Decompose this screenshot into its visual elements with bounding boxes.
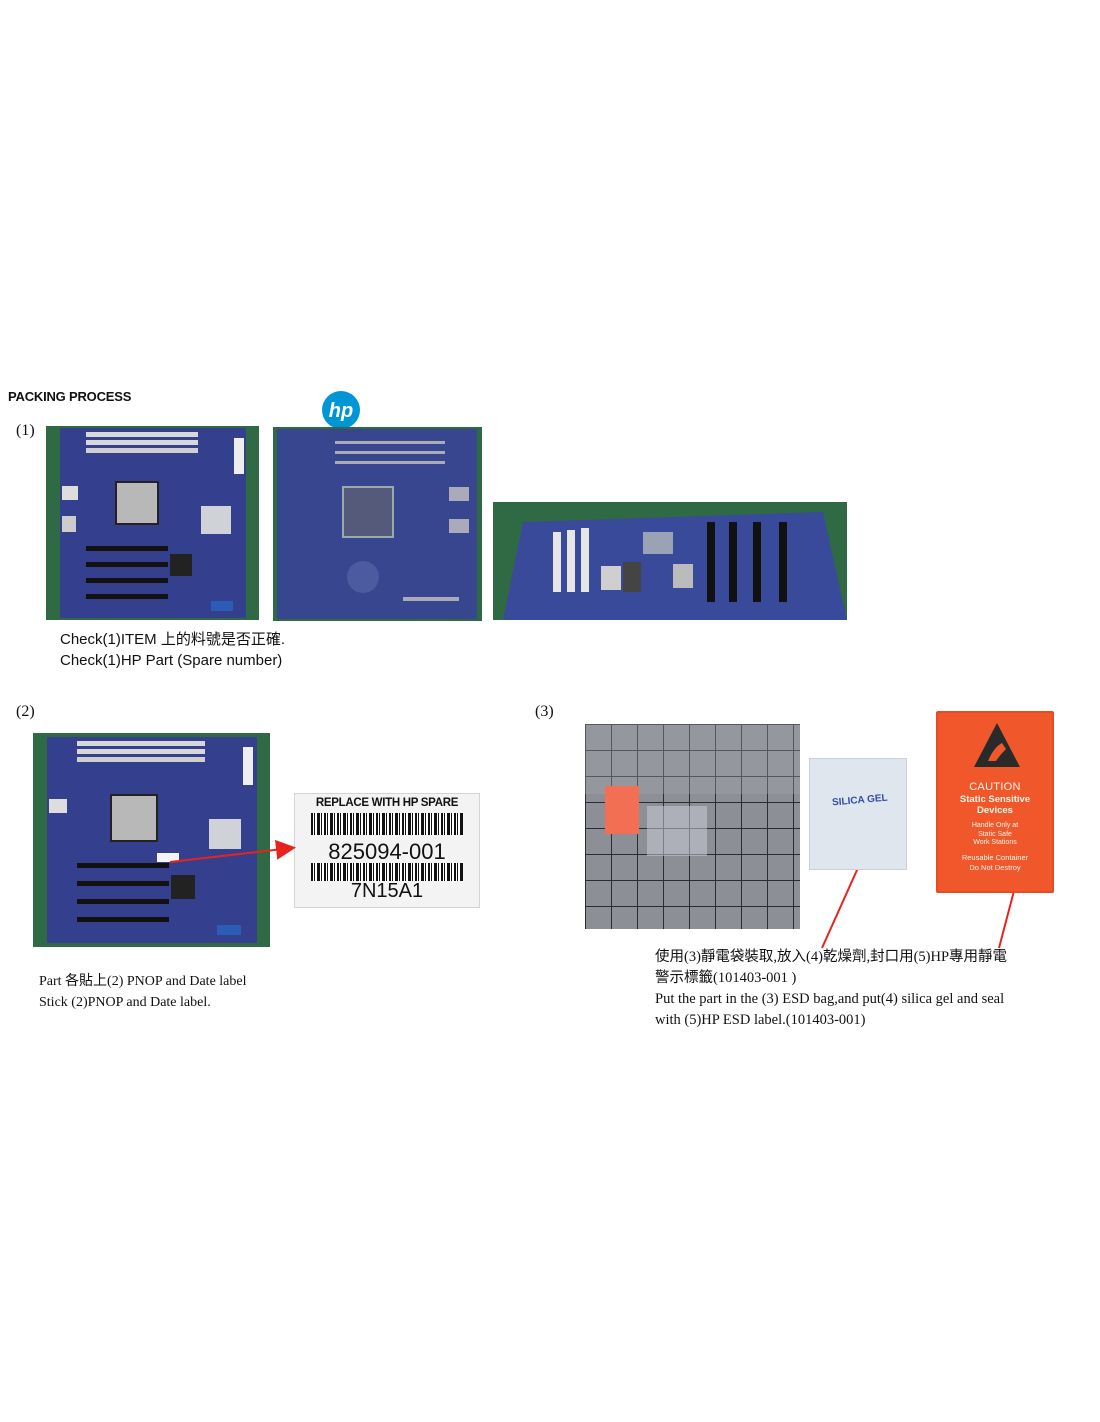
silica-gel-packet: SILICA GEL: [809, 758, 907, 870]
step-2-caption-line-2: Stick (2)PNOP and Date label.: [39, 995, 211, 1010]
spare-part-label: REPLACE WITH HP SPARE 825094-001 7N15A1: [294, 793, 480, 908]
esd-caution-text: CAUTION: [969, 781, 1021, 793]
step-3-caption-line-2: 警示標籤(101403-001 ): [655, 970, 797, 986]
silica-gel-text: SILICA GEL: [831, 792, 889, 809]
spare-part-number: 825094-001: [328, 839, 446, 864]
step-2-caption-line-1: Part 各貼上(2) PNOP and Date label: [39, 974, 247, 989]
page-title: PACKING PROCESS: [8, 389, 132, 404]
spare-label-barcode-2: [311, 863, 463, 881]
hp-logo-icon: hp: [322, 391, 360, 429]
spare-label-code: 7N15A1: [350, 880, 424, 902]
motherboard-with-label-photo: [33, 733, 270, 947]
step-3-caption-line-1: 使用(3)靜電袋裝取,放入(4)乾燥劑,封口用(5)HP專用靜電: [655, 949, 1008, 965]
svg-text:hp: hp: [329, 400, 353, 422]
step-3-number: (3): [535, 703, 554, 720]
motherboard-back-photo: [273, 427, 482, 621]
spare-label-barcode-1: [311, 813, 463, 835]
step-1-caption-line-1: Check(1)ITEM 上的料號是否正確.: [60, 631, 286, 648]
esd-warning-icon: [974, 723, 1020, 767]
spare-label-heading: REPLACE WITH HP SPARE: [315, 797, 459, 809]
step-1-caption-line-2: Check(1)HP Part (Spare number): [60, 652, 283, 669]
step-1-number: (1): [16, 422, 35, 439]
motherboard-side-photo: [493, 502, 847, 620]
step-2-number: (2): [16, 703, 35, 720]
step-3-caption-line-3: Put the part in the (3) ESD bag,and put(…: [655, 991, 1005, 1007]
esd-bag-photo: [585, 724, 800, 929]
step-3-caption-line-4: with (5)HP ESD label.(101403-001): [655, 1012, 866, 1028]
motherboard-top-photo: [46, 426, 259, 620]
